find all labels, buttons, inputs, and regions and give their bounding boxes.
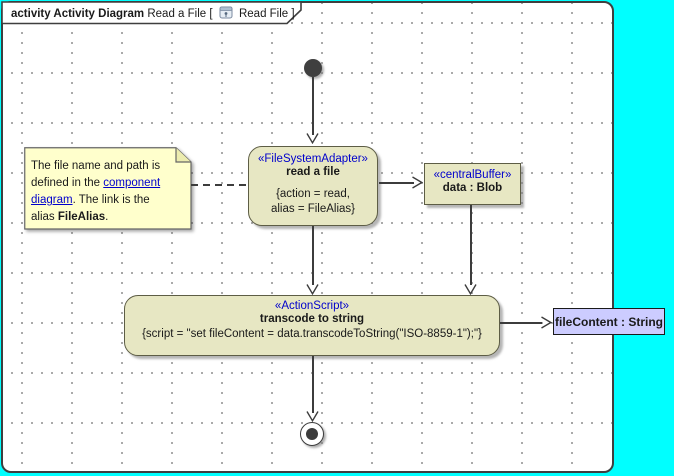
frame-title-ref: Read File ] <box>238 8 295 20</box>
edge-read-to-buffer[interactable] <box>379 182 414 184</box>
component-diagram-link[interactable]: component diagram <box>31 177 161 206</box>
arrowhead-right-icon <box>412 176 423 189</box>
action-constraint: {script = "set fileContent = data.transc… <box>142 328 482 340</box>
initial-node[interactable] <box>304 59 322 77</box>
activity-diagram-icon <box>219 6 233 19</box>
arrowhead-down-icon <box>306 133 319 144</box>
arrowhead-right-icon <box>541 316 552 329</box>
stereotype-label: «ActionScript» <box>274 300 350 312</box>
frame-title-tab[interactable]: activity Activity Diagram Read a File [ … <box>1 1 305 25</box>
central-buffer-node[interactable]: «centralBuffer» data : Blob <box>424 163 521 205</box>
arrowhead-down-icon <box>306 411 319 422</box>
edge-note-anchor[interactable] <box>191 184 248 186</box>
action-node-transcode[interactable]: «ActionScript» transcode to string {scri… <box>124 295 500 356</box>
activity-frame-background <box>1 1 614 473</box>
stereotype-label: «centralBuffer» <box>433 169 512 181</box>
note-text-part: . The link is the alias <box>31 194 150 223</box>
action-name: read a file <box>286 166 340 178</box>
edge-read-to-transcode[interactable] <box>312 226 314 285</box>
action-name: transcode to string <box>259 313 365 325</box>
stereotype-label: «FileSystemAdapter» <box>258 153 368 165</box>
frame-title-name: Read a File [ <box>147 8 213 20</box>
pin-label: fileContent : String <box>555 314 663 329</box>
buffer-name: data : Blob <box>442 182 503 194</box>
edge-buffer-to-transcode[interactable] <box>470 205 472 285</box>
note-text: The file name and path is defined in the… <box>31 158 173 226</box>
arrowhead-down-icon <box>306 284 319 295</box>
note-text-part: . <box>105 211 109 223</box>
action-node-read-a-file[interactable]: «FileSystemAdapter» read a file {action … <box>248 146 378 226</box>
edge-transcode-to-filecontent[interactable] <box>500 322 542 324</box>
arrowhead-down-icon <box>464 284 477 295</box>
note-alias-name: FileAlias <box>57 211 106 223</box>
output-pin-filecontent[interactable]: fileContent : String <box>553 308 665 335</box>
action-constraint: {action = read, alias = FileAlias} <box>270 188 356 215</box>
note-text-part: The file name and path is defined in the <box>31 160 161 189</box>
edge-transcode-to-final[interactable] <box>312 356 314 413</box>
note-shape[interactable] <box>24 147 194 231</box>
activity-final-node-dot <box>306 428 318 440</box>
frame-title-kind: activity Activity Diagram <box>11 8 145 20</box>
activity-final-node[interactable] <box>300 422 324 446</box>
edge-initial-to-read[interactable] <box>312 77 314 135</box>
frame-title: activity Activity Diagram Read a File [ … <box>11 6 295 20</box>
